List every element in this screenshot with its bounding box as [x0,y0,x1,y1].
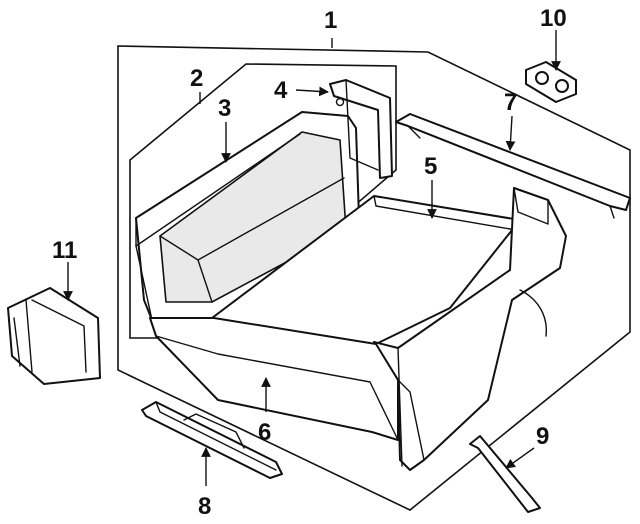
callout-2: 2 [190,65,203,92]
callout-7: 7 [504,89,517,116]
cross-member [141,401,283,479]
callout-6: 6 [258,419,271,446]
subassembly-outline [129,63,397,339]
lamp-bracket [525,61,577,103]
top-rail [395,113,631,219]
lamp-housing [7,287,101,385]
callout-10: 10 [540,5,567,32]
corner-bracket [329,79,393,179]
callout-5: 5 [424,153,437,180]
callout-11: 11 [52,237,77,264]
callout-8: 8 [198,493,211,520]
leader-lines [63,30,561,486]
callout-4: 4 [274,77,288,104]
assembly-outline [117,45,631,511]
callout-1: 1 [324,7,337,34]
callout-9: 9 [536,423,549,450]
brace [469,435,541,513]
callout-3: 3 [218,95,231,122]
bed-box [149,187,567,471]
